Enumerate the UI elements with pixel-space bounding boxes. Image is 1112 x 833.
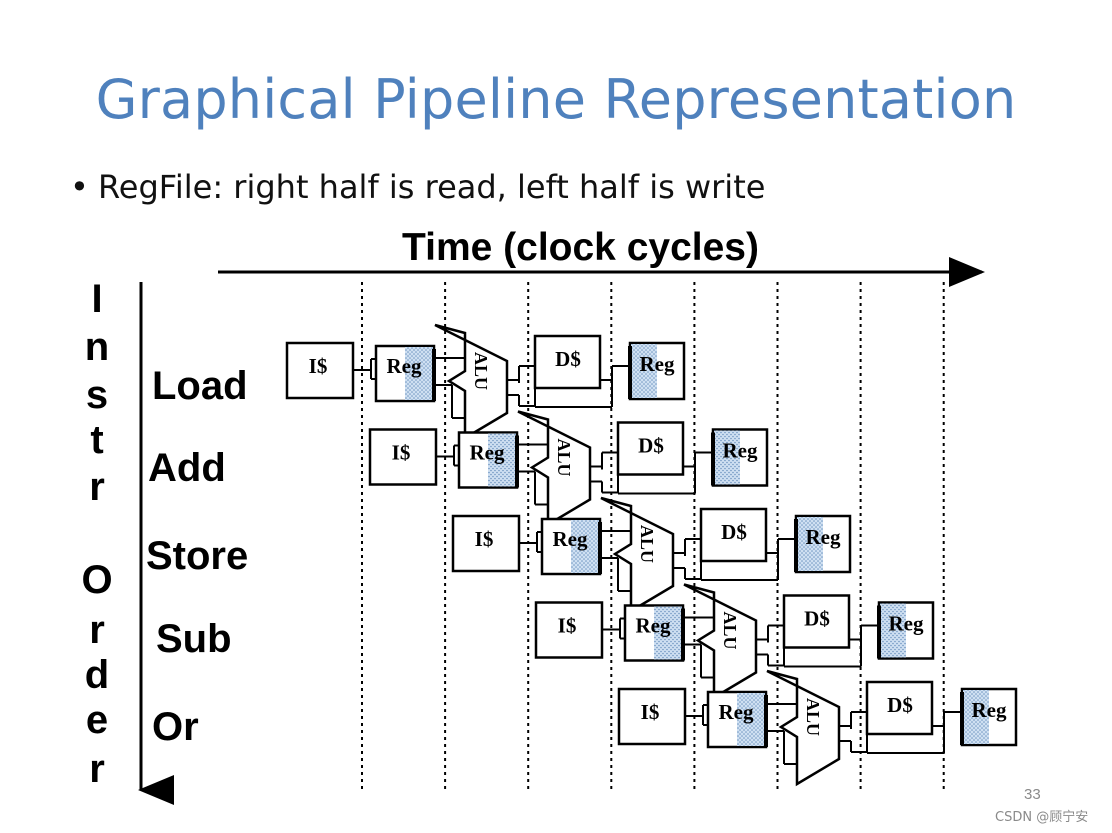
stage-fetch-label: I$ bbox=[392, 441, 411, 465]
stage-fetch-label: I$ bbox=[309, 354, 328, 378]
stage-fetch-label: I$ bbox=[558, 614, 577, 638]
bullet-item: •RegFile: right half is read, left half … bbox=[70, 168, 765, 206]
order-axis-letter: n bbox=[85, 325, 109, 369]
order-axis-letter: r bbox=[89, 747, 105, 791]
alu-icon bbox=[766, 669, 841, 787]
stage-memory-box bbox=[865, 680, 934, 736]
stage-memory-box bbox=[533, 334, 602, 390]
stage-memory-label: D$ bbox=[638, 434, 664, 458]
alu-icon bbox=[683, 583, 758, 700]
stage-writeback-label: Reg bbox=[806, 525, 841, 549]
watermark: CSDN @顾宁安 bbox=[995, 810, 1089, 825]
regfile-write-half bbox=[714, 430, 740, 485]
order-axis-letter: s bbox=[86, 373, 108, 417]
page-number: 33 bbox=[1024, 786, 1041, 803]
regfile-write-half bbox=[631, 344, 657, 398]
instruction-name-store: Store bbox=[146, 534, 249, 578]
stage-decode-label: Reg bbox=[719, 700, 754, 724]
instruction-name-or: Or bbox=[152, 705, 199, 749]
regfile-read-half bbox=[654, 606, 682, 660]
alu-icon bbox=[517, 410, 592, 527]
stage-execute-label: ALU bbox=[803, 698, 823, 736]
regfile-read-half bbox=[571, 520, 599, 573]
pipeline-row: I$ Reg ALU D$ Reg bbox=[451, 496, 852, 614]
regfile-write-half bbox=[797, 517, 823, 571]
alu-icon bbox=[434, 323, 509, 441]
stage-decode-label: Reg bbox=[553, 527, 588, 551]
stage-fetch-box bbox=[451, 514, 521, 573]
stage-memory-box bbox=[782, 594, 851, 649]
instruction-name-sub: Sub bbox=[156, 617, 232, 661]
stage-decode-label: Reg bbox=[636, 614, 671, 638]
stage-writeback-label: Reg bbox=[640, 352, 675, 376]
stage-fetch-box bbox=[534, 601, 604, 659]
alu-icon bbox=[600, 496, 675, 614]
order-axis-letter: O bbox=[81, 558, 112, 602]
regfile-read-half bbox=[405, 347, 433, 400]
pipeline-row: I$ Reg ALU D$ Reg bbox=[534, 583, 935, 700]
stage-execute-label: ALU bbox=[720, 611, 740, 649]
stage-decode-label: Reg bbox=[470, 441, 505, 465]
regfile-read-half bbox=[737, 693, 765, 746]
stage-fetch-label: I$ bbox=[475, 527, 494, 551]
stage-memory-label: D$ bbox=[555, 347, 581, 371]
instruction-name-add: Add bbox=[148, 446, 226, 490]
stage-decode-label: Reg bbox=[387, 354, 422, 378]
order-axis-letter: I bbox=[91, 277, 102, 321]
time-axis-label: Time (clock cycles) bbox=[402, 226, 759, 269]
regfile-read-half bbox=[488, 433, 516, 487]
pipeline-row: I$ Reg ALU D$ Reg bbox=[617, 669, 1018, 787]
pipeline-row: I$ Reg ALU D$ Reg bbox=[368, 410, 769, 527]
stage-memory-label: D$ bbox=[804, 607, 830, 631]
stage-memory-label: D$ bbox=[721, 520, 747, 544]
stage-writeback-label: Reg bbox=[972, 698, 1007, 722]
regfile-write-half bbox=[963, 690, 989, 744]
stage-memory-label: D$ bbox=[887, 693, 913, 717]
order-axis-letter: d bbox=[85, 653, 109, 697]
stage-execute-label: ALU bbox=[471, 352, 491, 390]
stage-execute-label: ALU bbox=[554, 438, 574, 476]
slide-title: Graphical Pipeline Representation bbox=[95, 68, 1017, 131]
order-axis-letter: r bbox=[89, 608, 105, 652]
bullet-text: RegFile: right half is read, left half i… bbox=[98, 168, 766, 206]
stage-execute-label: ALU bbox=[637, 525, 657, 563]
stage-fetch-box bbox=[617, 687, 687, 746]
order-axis-letter: t bbox=[90, 418, 103, 462]
instruction-name-load: Load bbox=[152, 364, 248, 408]
regfile-write-half bbox=[880, 603, 906, 658]
bullet-dot-icon: • bbox=[70, 168, 89, 206]
stage-writeback-label: Reg bbox=[889, 612, 924, 636]
order-axis-letter: e bbox=[86, 698, 108, 742]
stage-memory-box bbox=[616, 421, 685, 476]
pipeline-row: I$ Reg ALU D$ Reg bbox=[285, 323, 686, 441]
stage-writeback-label: Reg bbox=[723, 439, 758, 463]
order-axis-letter: r bbox=[89, 465, 105, 509]
stage-memory-box bbox=[699, 507, 768, 563]
stage-fetch-label: I$ bbox=[641, 700, 660, 724]
